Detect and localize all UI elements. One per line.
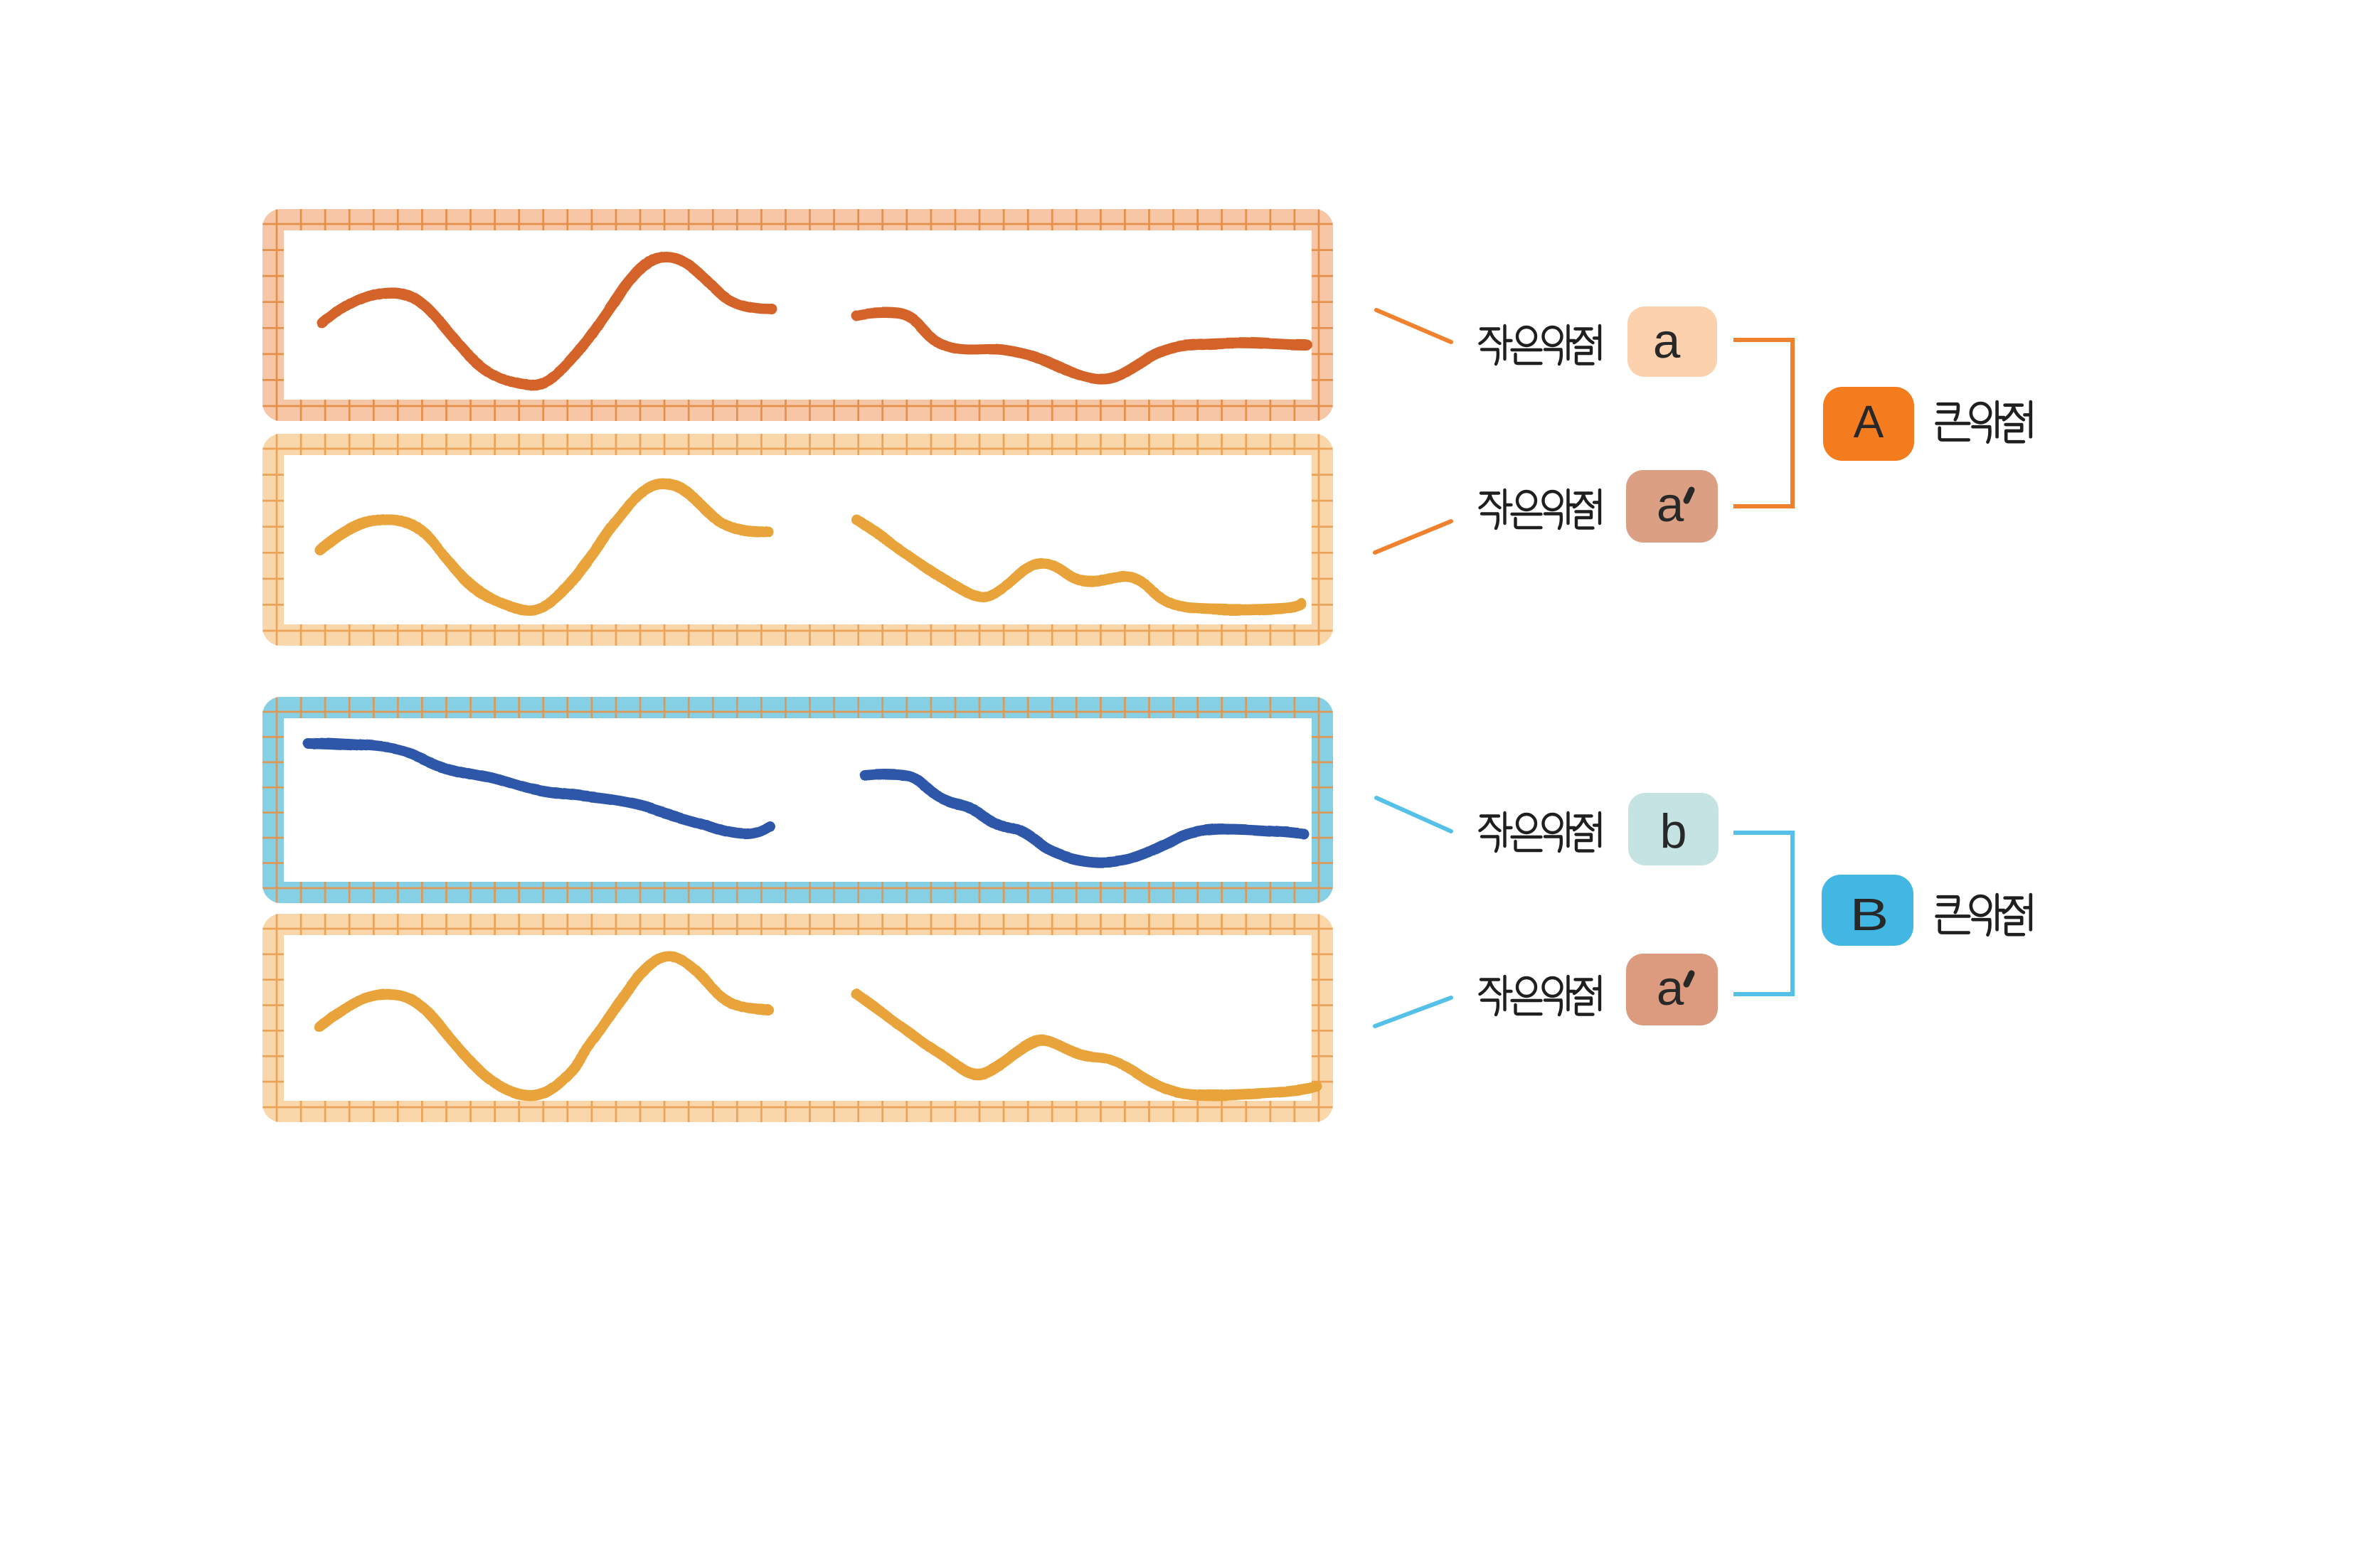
svg-text:B: B — [1850, 889, 1889, 940]
svg-text:a: a — [1657, 477, 1684, 532]
svg-text:a: a — [1657, 961, 1684, 1015]
svg-text:a: a — [1653, 314, 1681, 368]
svg-text:b: b — [1660, 804, 1687, 858]
svg-text:A: A — [1854, 396, 1884, 447]
